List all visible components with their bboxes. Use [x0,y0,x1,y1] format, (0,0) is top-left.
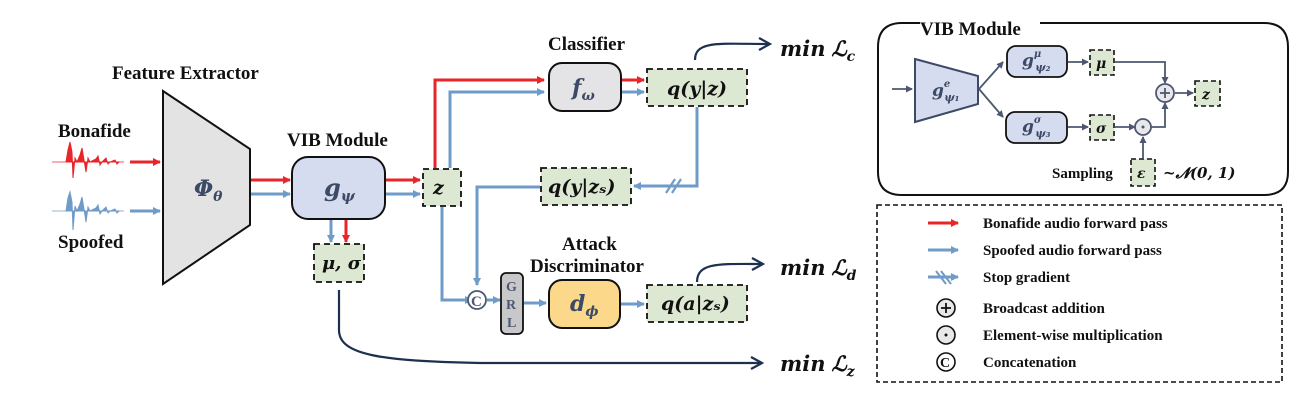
mult-to-add-arrow [1151,102,1169,128]
vib-z-box [1194,80,1221,107]
feature-extractor-symbol: Φθ [194,176,223,205]
grl-letter-r: R [506,298,517,313]
legend-item-element-wise: Element-wise multiplication [983,328,1163,344]
discriminator-block [548,279,621,329]
discriminator-output-label: q(a|zₛ) [661,293,730,315]
vib-z-label: z [1201,87,1211,103]
vib-epsilon-label: ε [1137,166,1146,182]
spoofed-label: Spoofed [58,232,124,253]
stop-gradient-arrow [633,107,699,190]
concat-symbol: C [471,294,482,310]
c-circle-icon: C [936,352,956,372]
legend-item-bonafide: Bonafide audio forward pass [983,216,1168,232]
sampling-label: Sampling [1052,166,1113,182]
vib-module-title: VIB Module [287,130,388,151]
encoder-to-sigma-head-arrow [978,88,1004,118]
classifier-loss-arrow [693,44,770,61]
discriminator-title-line1: Attack [562,234,617,255]
vib-module-symbol: gψ [324,173,356,205]
discriminator-title-line2: Discriminator [530,256,645,277]
z-to-concat-arrow [440,207,473,304]
kl-loss-arrow [337,290,762,363]
legend-item-broadcast-addition: Broadcast addition [983,301,1105,317]
bonafide-label: Bonafide [58,121,131,142]
distribution-label: ~𝓝(0, 1) [1163,164,1235,182]
classifier-title: Classifier [548,34,626,55]
dot-circle-icon [936,325,956,345]
bonafide-waveform-icon [52,141,124,179]
vib-epsilon-box [1130,158,1156,187]
feature-extractor-title: Feature Extractor [112,63,259,84]
stop-gradient-mark-1 [665,178,676,194]
classifier-symbol: fω [570,75,595,104]
stop-gradient-mark-2 [671,178,682,194]
grl-letter-g: G [506,280,517,295]
grl-letter-l: L [507,316,516,331]
stop-gradient-arrow-icon [928,270,959,285]
vib-sigma-label: σ [1096,121,1107,137]
z-to-classifier-bonafide [433,76,545,168]
discriminator-loss-arrow [695,264,763,283]
discriminator-symbol: dϕ [570,291,599,320]
feature-extractor-block [162,89,251,286]
z-to-classifier-spoofed [448,88,545,168]
grl-block [500,272,524,335]
mu-sigma-label: μ, σ [322,253,362,274]
legend-item-concatenation: Concatenation [983,355,1077,371]
vib-detail-panel [877,22,1289,196]
mu-sigma-box [313,243,365,283]
legend-item-spoofed: Spoofed audio forward pass [983,243,1162,259]
vib-sigma-box [1089,114,1115,141]
vib-module-block [291,156,386,220]
legend-item-stop-gradient: Stop gradient [983,270,1070,286]
legend-box [876,204,1283,383]
classifier-output-label: q(y|z) [667,78,727,100]
latent-z-box [422,168,462,207]
spoofed-waveform-icon [52,190,124,231]
spoof-output-box [540,167,632,206]
spoof-to-concat-arrow [473,185,540,286]
encoder-to-mu-head-arrow [978,61,1004,90]
plus-circle-icon [936,298,956,318]
mu-to-add-arrow [1115,61,1169,84]
mult-dot [1141,125,1145,129]
latent-z-label: z [432,177,445,199]
vib-detail-title: VIB Module [920,19,1021,40]
svg-text:C: C [940,356,950,371]
vib-mu-head-block [1006,45,1068,78]
classifier-output-box [646,68,748,107]
vib-mu-label: μ [1096,56,1106,72]
vib-mu-box [1089,49,1115,76]
spoof-output-label: q(y|zₛ) [548,176,616,198]
vib-encoder-block [914,57,979,124]
concat-icon [467,290,487,310]
discriminator-output-box [646,284,748,323]
vib-sigma-head-block [1005,111,1068,144]
classifier-block [548,62,622,112]
